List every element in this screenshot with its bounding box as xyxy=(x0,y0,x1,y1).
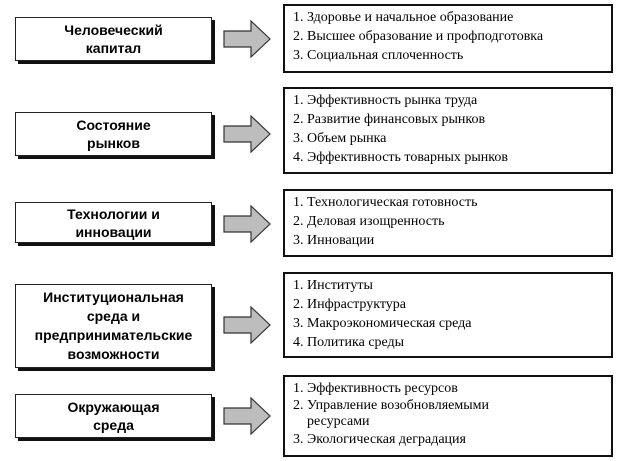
items-list: 1. Эффективность рынка труда 2. Развитие… xyxy=(293,91,611,167)
list-item: 1. Эффективность рынка труда xyxy=(293,93,478,108)
category-label: Окружающая среда xyxy=(67,399,160,433)
list-item: 3. Экологическая деградация xyxy=(293,432,466,447)
arrow-right-icon xyxy=(223,205,271,243)
arrow-right-icon xyxy=(223,306,271,344)
items-box-environment: 1. Эффективность ресурсов 2. Управление … xyxy=(283,375,613,457)
category-label: Институциональная среда и предпринимател… xyxy=(34,289,193,362)
list-item: 1. Институты xyxy=(293,278,373,293)
arrow-right-icon xyxy=(223,115,271,153)
list-item: 2. Высшее образование и профподготовка xyxy=(293,29,544,44)
list-item: 3. Объем рынка xyxy=(293,131,387,146)
items-list: 1. Технологическая готовность 2. Деловая… xyxy=(293,193,611,250)
list-item: 2. Развитие финансовых рынков xyxy=(293,112,486,127)
list-item: 3. Социальная сплоченность xyxy=(293,48,464,63)
items-box-technology: 1. Технологическая готовность 2. Деловая… xyxy=(283,189,613,257)
list-item: 2. Управление возобновляемыми ресурсами xyxy=(293,398,489,429)
category-label: Человеческий капитал xyxy=(64,22,163,56)
list-item: 2. Деловая изощренность xyxy=(293,214,445,229)
category-box-markets: Состояние рынков xyxy=(15,112,212,156)
list-item: 4. Политика среды xyxy=(293,335,405,350)
list-item: 4. Эффективность товарных рынков xyxy=(293,150,508,165)
list-item: 1. Технологическая готовность xyxy=(293,195,478,210)
category-box-institutional: Институциональная среда и предпринимател… xyxy=(15,284,212,368)
items-box-markets: 1. Эффективность рынка труда 2. Развитие… xyxy=(283,87,613,174)
category-box-environment: Окружающая среда xyxy=(15,394,212,438)
category-box-human-capital: Человеческий капитал xyxy=(15,17,212,61)
list-item: 3. Макроэкономическая среда xyxy=(293,316,472,331)
items-list: 1. Здоровье и начальное образование 2. В… xyxy=(293,8,611,65)
list-item: 1. Эффективность ресурсов xyxy=(293,381,458,396)
list-item: 1. Здоровье и начальное образование xyxy=(293,10,514,25)
category-label: Технологии и инновации xyxy=(67,205,160,240)
arrow-right-icon xyxy=(223,397,271,435)
items-box-institutional: 1. Институты 2. Инфраструктура 3. Макроэ… xyxy=(283,272,613,358)
list-item: 2. Инфраструктура xyxy=(293,297,406,312)
items-list: 1. Эффективность ресурсов 2. Управление … xyxy=(293,379,611,449)
items-list: 1. Институты 2. Инфраструктура 3. Макроэ… xyxy=(293,276,611,352)
list-item: 3. Инновации xyxy=(293,233,375,248)
arrow-right-icon xyxy=(223,20,271,58)
category-label: Состояние рынков xyxy=(76,117,151,151)
items-box-human-capital: 1. Здоровье и начальное образование 2. В… xyxy=(283,4,613,73)
category-box-technology: Технологии и инновации xyxy=(15,202,212,243)
